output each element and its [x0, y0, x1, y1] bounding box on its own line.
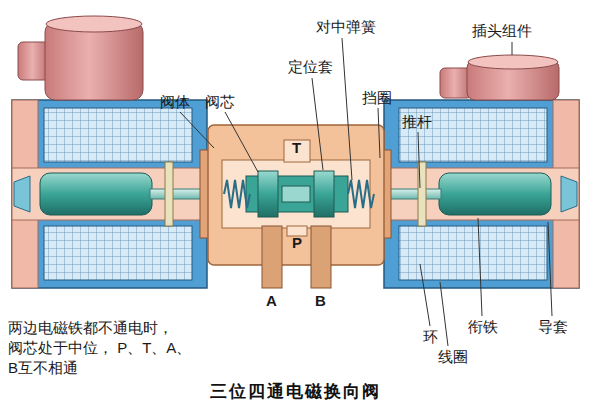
- part-label: 导套: [538, 318, 568, 336]
- part-label: 阀体: [160, 93, 190, 111]
- part-label: 挡圈: [362, 89, 392, 107]
- part-label: 环: [423, 328, 438, 346]
- right-solenoid: [165, 100, 579, 288]
- port-label: A: [266, 292, 277, 310]
- port-label: T: [292, 139, 301, 157]
- port-label: P: [292, 234, 302, 252]
- part-label: 对中弹簧: [316, 18, 376, 36]
- part-label: 阀芯: [205, 93, 235, 111]
- caption: 三位四通电磁换向阀: [0, 380, 591, 403]
- left-solenoid: [12, 100, 235, 288]
- leader-lines: [180, 38, 552, 346]
- note-text: 两边电磁铁都不通电时， 阀芯处于中位， P、T、A、B互不相通: [8, 318, 193, 378]
- part-label: 推杆: [402, 113, 432, 131]
- part-label: 衔铁: [468, 318, 498, 336]
- valve-body: [200, 125, 391, 288]
- port-label: B: [315, 292, 326, 310]
- part-label: 定位套: [288, 58, 333, 76]
- plug-heads: [18, 16, 559, 100]
- part-label: 插头组件: [472, 22, 532, 40]
- part-label: 线圈: [438, 348, 468, 366]
